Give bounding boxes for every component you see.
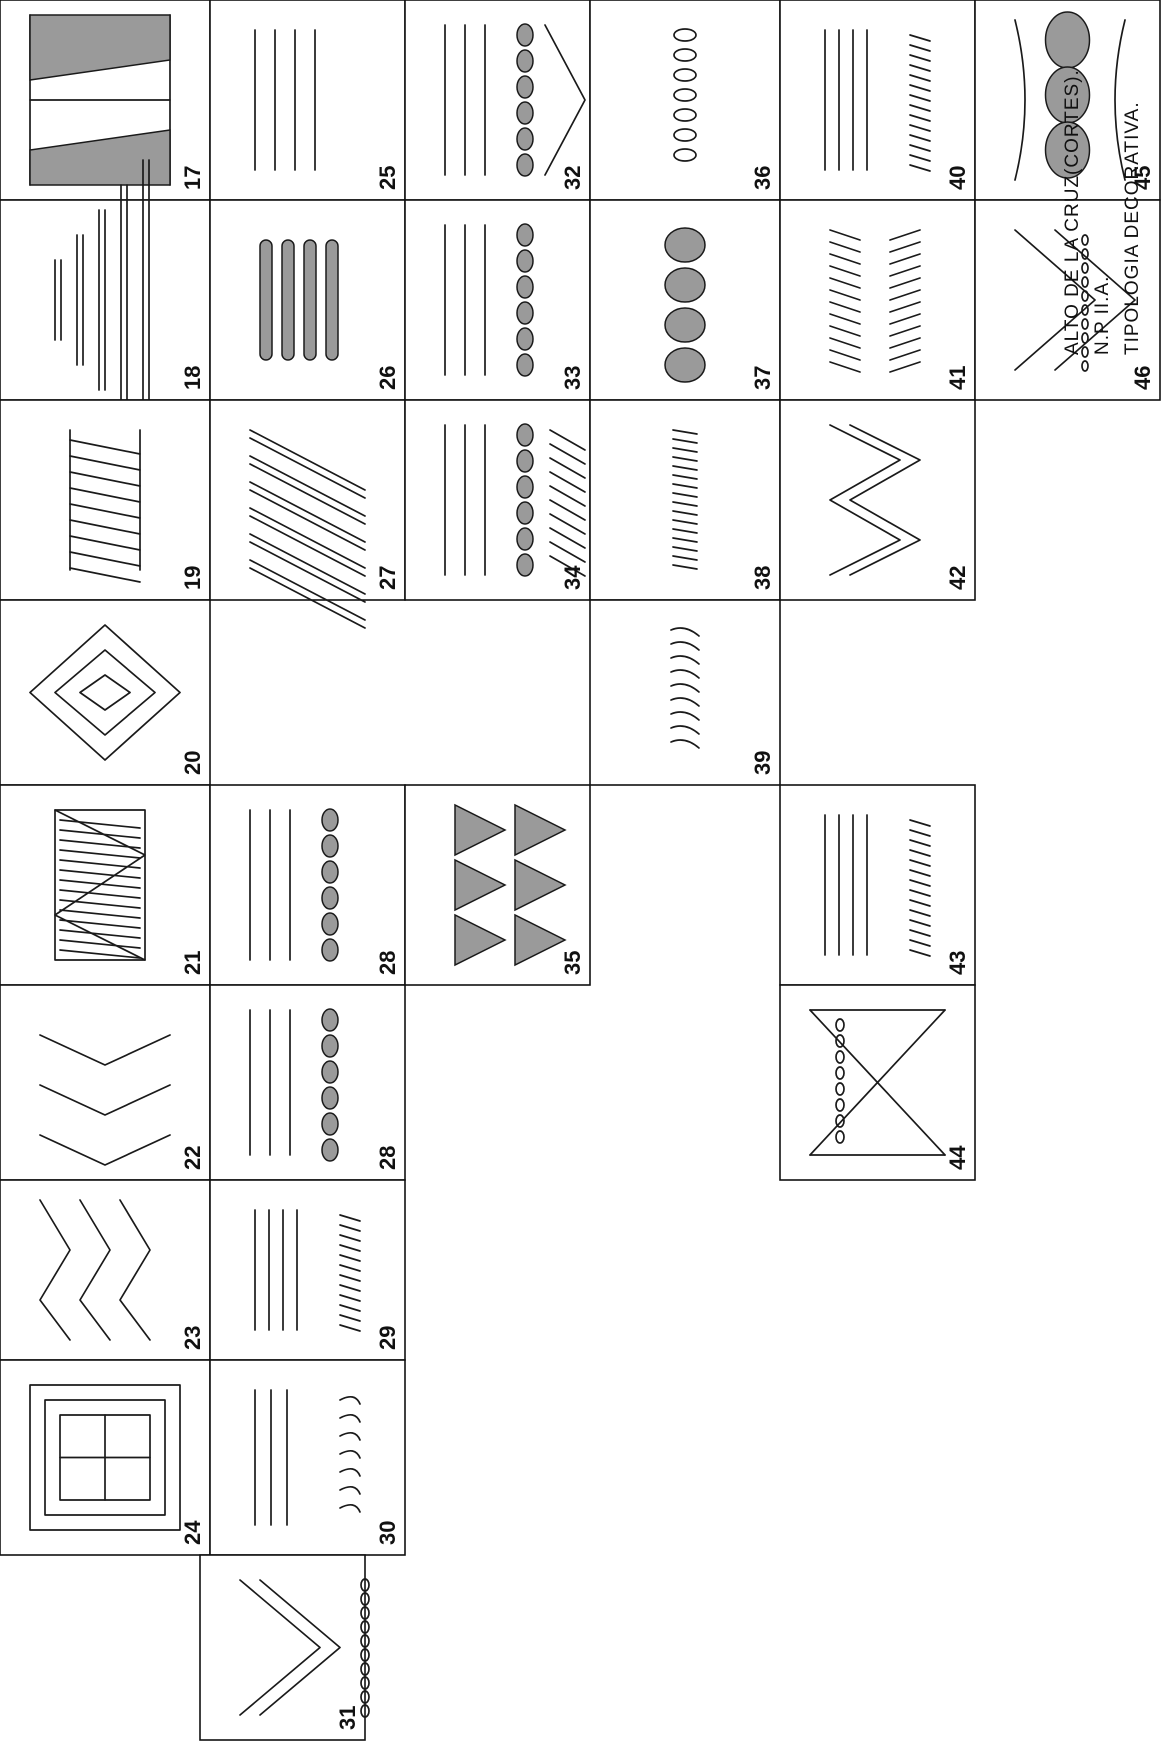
cell-number: 46 bbox=[1130, 366, 1155, 390]
motif-cell-23: 23 bbox=[0, 1180, 210, 1360]
motif-cell-40: 40 bbox=[780, 0, 975, 200]
motif-cell-37: 37 bbox=[590, 200, 780, 400]
motif-cell-30: 30 bbox=[210, 1360, 405, 1555]
motif-cell-36: 36 bbox=[590, 0, 780, 200]
motif-cell-32: 32 bbox=[405, 0, 590, 200]
cell-number: 37 bbox=[750, 366, 775, 390]
cell-number: 41 bbox=[945, 366, 970, 390]
cell-number: 31 bbox=[335, 1706, 360, 1730]
motif-cell-26: 26 bbox=[210, 200, 405, 400]
caption-line-3: TIPOLOGIA DECORATIVA. bbox=[1122, 101, 1143, 355]
cell-number: 22 bbox=[180, 1146, 205, 1170]
cell-number: 38 bbox=[750, 566, 775, 590]
motif-cell-28: 28 bbox=[210, 985, 405, 1180]
caption-line-1: ALTO DE LA CRUZ(CORTES). bbox=[1062, 69, 1083, 355]
motif-cell-35: 35 bbox=[405, 785, 590, 985]
cell-number: 24 bbox=[180, 1520, 205, 1545]
motif-cell-19: 19 bbox=[0, 400, 210, 600]
motif-cell-44: 44 bbox=[780, 985, 975, 1180]
cell-number: 26 bbox=[375, 366, 400, 390]
motif-cell-22: 22 bbox=[0, 985, 210, 1180]
motif-cell-17: 17 bbox=[0, 0, 210, 200]
motif-cell-27: 27 bbox=[210, 400, 405, 628]
motif-cell-31: 31 bbox=[200, 1555, 369, 1740]
cell-number: 36 bbox=[750, 166, 775, 190]
cell-number: 29 bbox=[375, 1326, 400, 1350]
motif-cell-42: 42 bbox=[780, 400, 975, 600]
cell-number: 43 bbox=[945, 951, 970, 975]
cell-number: 28 bbox=[375, 951, 400, 975]
cell-number: 35 bbox=[560, 951, 585, 975]
cell-number: 18 bbox=[180, 366, 205, 390]
motif-cell-43: 43 bbox=[780, 785, 975, 985]
cell-number: 19 bbox=[180, 566, 205, 590]
cell-number: 27 bbox=[375, 566, 400, 590]
cell-number: 30 bbox=[375, 1521, 400, 1545]
motif-cell-25: 25 bbox=[210, 0, 405, 200]
motif-cell-39: 39 bbox=[590, 600, 780, 785]
cell-number: 21 bbox=[180, 951, 205, 975]
motif-cell-21: 21 bbox=[0, 785, 210, 985]
motif-cell-33: 33 bbox=[405, 200, 590, 400]
cell-number: 20 bbox=[180, 751, 205, 775]
cell-number: 17 bbox=[180, 166, 205, 190]
motif-cell-24: 24 bbox=[0, 1360, 210, 1555]
cell-number: 40 bbox=[945, 166, 970, 190]
caption-line-2: N.P II.A. bbox=[1092, 276, 1113, 355]
cell-number: 33 bbox=[560, 366, 585, 390]
motif-cell-18: 18 bbox=[0, 160, 210, 440]
cell-number: 23 bbox=[180, 1326, 205, 1350]
cell-number: 32 bbox=[560, 166, 585, 190]
cell-number: 28 bbox=[375, 1146, 400, 1170]
cell-number: 34 bbox=[560, 565, 585, 590]
motif-cell-29: 29 bbox=[210, 1180, 405, 1360]
cell-number: 25 bbox=[375, 166, 400, 190]
cell-number: 42 bbox=[945, 566, 970, 590]
motif-cell-34: 34 bbox=[405, 400, 590, 600]
cell-number: 39 bbox=[750, 751, 775, 775]
cell-number: 44 bbox=[945, 1145, 970, 1170]
motif-cell-28: 28 bbox=[210, 785, 405, 985]
motif-cell-38: 38 bbox=[590, 400, 780, 600]
motif-cell-41: 41 bbox=[780, 200, 975, 400]
motif-cell-20: 20 bbox=[0, 600, 210, 785]
